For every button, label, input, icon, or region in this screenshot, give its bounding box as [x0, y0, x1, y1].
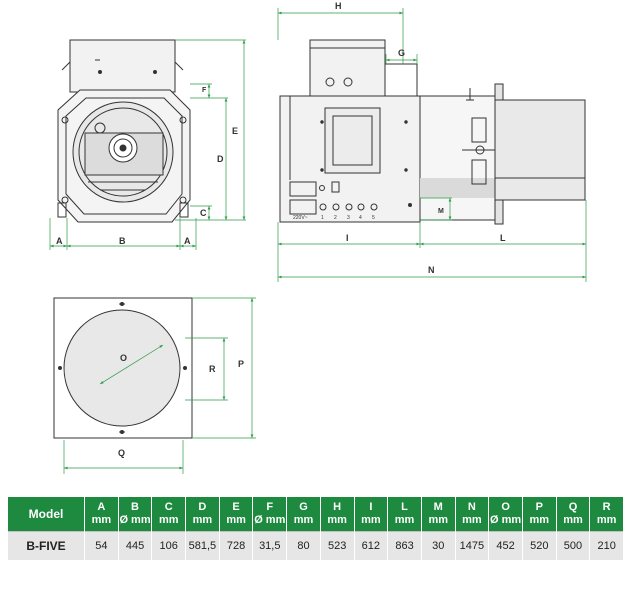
header-letter: A	[97, 501, 106, 513]
table-row: B-FIVE 54 445 106 581,5 728 31,5 80 523 …	[8, 531, 624, 560]
header-letter: G	[299, 501, 308, 513]
terminal-3: 3	[347, 215, 350, 221]
side-view	[279, 39, 586, 225]
dim-label-e: E	[232, 126, 238, 136]
header-unit: mm	[158, 514, 179, 526]
header-letter: B	[131, 501, 139, 513]
header-letter: E	[232, 501, 240, 513]
header-model: Model	[8, 497, 85, 532]
header-letter: I	[369, 501, 373, 513]
header-unit: mm	[226, 514, 246, 526]
dim-label-m: M	[438, 208, 444, 215]
dim-label-a-right: A	[184, 236, 191, 246]
dim-label-l: L	[500, 233, 506, 243]
header-unit: Ø mm	[490, 514, 522, 526]
front-view	[57, 39, 191, 223]
terminal-5: 5	[372, 215, 375, 221]
header-letter: D	[198, 501, 207, 513]
terminal-1: 1	[321, 215, 324, 221]
value-cell-i: 612	[354, 531, 389, 560]
header-letter: F	[266, 501, 274, 513]
value-cell-b: 445	[118, 531, 153, 560]
value-cell-e: 728	[219, 531, 254, 560]
header-letter: C	[164, 501, 173, 513]
value-cell-r: 210	[589, 531, 624, 560]
panel-voltage-label: 220V~	[293, 215, 308, 221]
value-cell-c: 106	[151, 531, 187, 560]
dim-label-d: D	[217, 154, 224, 164]
flange-view-dimensions	[63, 297, 256, 474]
dim-label-g: G	[398, 48, 405, 58]
value-cell-l: 863	[387, 531, 422, 560]
header-unit: mm	[327, 514, 347, 526]
header-unit: mm	[192, 514, 213, 526]
value-cell-f: 31,5	[252, 531, 288, 560]
value-cell-g: 80	[286, 531, 321, 560]
header-unit: mm	[293, 514, 314, 526]
header-letter: N	[467, 501, 476, 513]
header-unit: Ø mm	[119, 514, 151, 526]
header-letter: L	[401, 501, 408, 513]
header-unit: mm	[428, 514, 448, 526]
front-view-dimensions	[49, 39, 246, 250]
dim-label-o: O	[120, 353, 127, 363]
header-unit: mm	[91, 514, 112, 526]
header-letter: Q	[568, 501, 578, 513]
dim-label-q: Q	[118, 448, 125, 458]
header-letter: M	[433, 501, 443, 513]
dim-label-h: H	[335, 1, 342, 11]
header-letter: O	[501, 501, 510, 513]
terminal-2: 2	[334, 215, 337, 221]
model-cell: B-FIVE	[8, 531, 85, 560]
value-cell-o: 452	[488, 531, 523, 560]
value-cell-q: 500	[556, 531, 591, 560]
dim-label-r: R	[209, 364, 216, 374]
header-unit: mm	[361, 514, 381, 526]
header-unit: mm	[462, 514, 482, 526]
header-letter: R	[602, 501, 611, 513]
value-cell-h: 523	[320, 531, 355, 560]
value-cell-n: 1475	[455, 531, 490, 560]
dim-label-i: I	[346, 233, 349, 243]
dim-label-n: N	[428, 265, 435, 275]
header-unit: Ø mm	[254, 514, 286, 526]
dim-label-a-left: A	[56, 236, 63, 246]
flange-view	[53, 297, 193, 439]
header-letter: P	[535, 501, 543, 513]
side-view-dimensions	[277, 8, 587, 282]
dim-label-p: P	[238, 359, 244, 369]
terminal-4: 4	[359, 215, 362, 221]
technical-drawing: A B A C D E F	[49, 1, 587, 474]
header-letter: H	[333, 501, 342, 513]
value-cell-m: 30	[421, 531, 456, 560]
header-unit: mm	[596, 514, 617, 526]
value-cell-p: 520	[522, 531, 557, 560]
header-unit: mm	[394, 514, 415, 526]
dim-label-b: B	[119, 236, 126, 246]
dim-label-f: F	[202, 87, 207, 94]
header-unit: mm	[529, 514, 550, 526]
dim-label-c: C	[200, 208, 207, 218]
value-cell-d: 581,5	[185, 531, 220, 560]
value-cell-a: 54	[84, 531, 119, 560]
header-unit: mm	[563, 514, 583, 526]
